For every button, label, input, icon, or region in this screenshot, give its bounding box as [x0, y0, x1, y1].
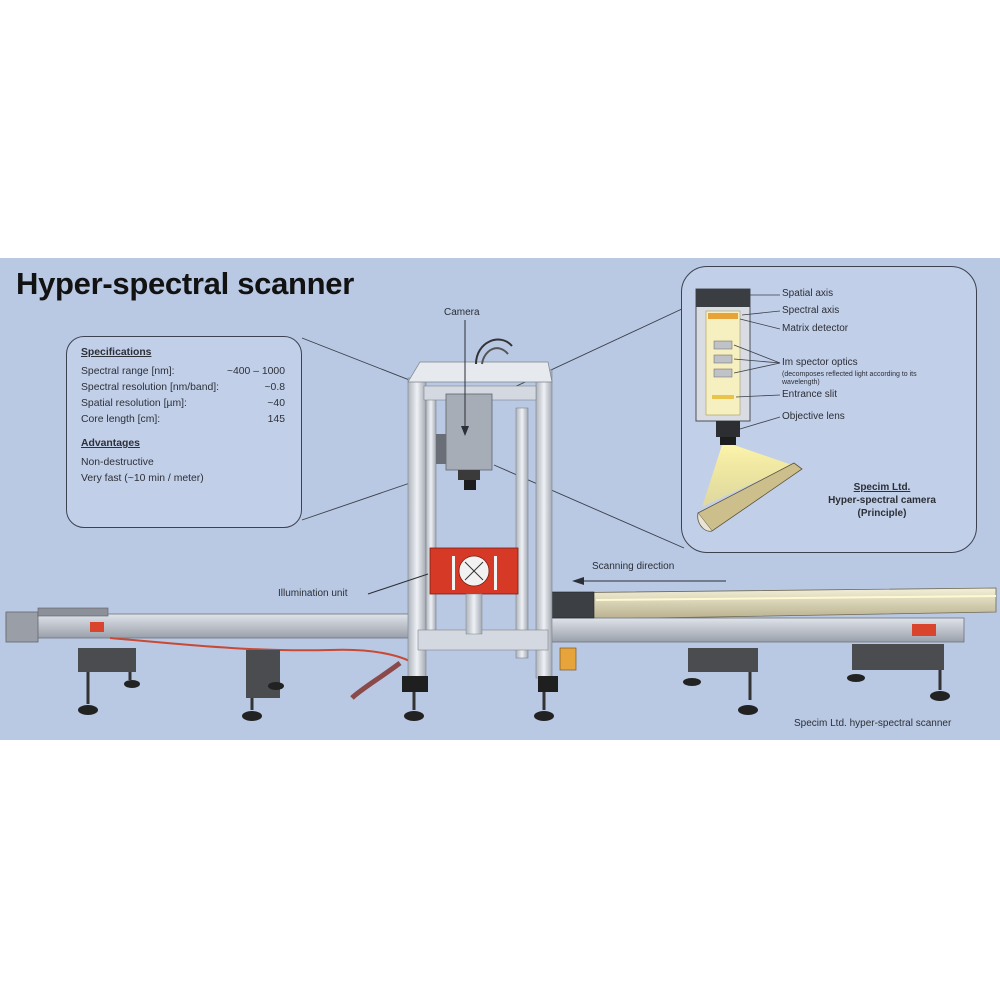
support-leg: [847, 644, 950, 701]
spectrograph-element: [713, 368, 733, 378]
core-sample: [697, 462, 803, 532]
illumination-pointer: [367, 573, 429, 595]
objective-lens: [716, 421, 740, 437]
spec-value: ~400 – 1000: [226, 366, 285, 377]
support-leg: [242, 650, 284, 721]
footer-caption: Specim Ltd. hyper-spectral scanner: [794, 718, 952, 729]
diagram-panel: Hyper-spectral scanner Specifications Sp…: [0, 258, 1000, 740]
right-stop-button: [912, 624, 936, 636]
scanner-illustration: [5, 307, 997, 721]
caption-line-camera: Hyper-spectral camera: [828, 495, 936, 506]
spec-value: 145: [267, 414, 285, 425]
camera-principle-illustration: [695, 288, 803, 532]
illumination-unit: [429, 547, 519, 635]
spec-value: ~0.8: [264, 382, 285, 393]
support-leg: [683, 648, 758, 715]
spec-label: Spectral range [nm]:: [81, 366, 175, 377]
spec-row: Spectral range [nm]: ~400 – 1000: [81, 364, 291, 380]
left-rail: [5, 613, 431, 639]
label-matrix-detector: Matrix detector: [782, 323, 849, 334]
advantages-heading: Advantages: [81, 438, 140, 449]
spectrograph-element: [713, 340, 733, 350]
scanning-direction-label: Scanning direction: [592, 561, 675, 572]
camera-label: Camera: [444, 307, 480, 318]
left-rail-end: [5, 611, 39, 643]
caption-line-principle: (Principle): [857, 508, 907, 519]
spectrograph-element: [713, 354, 733, 364]
spec-row: Core length [cm]: 145: [81, 412, 291, 428]
spec-label: Core length [cm]:: [81, 414, 161, 425]
label-entrance-slit: Entrance slit: [782, 389, 838, 400]
label-spectrograph-optics: Im spector optics: [782, 357, 858, 368]
camera-principle-box: Spatial axis Spectral axis Matrix detect…: [681, 266, 977, 553]
label-spatial-axis: Spatial axis: [782, 288, 834, 299]
label-objective-lens: Objective lens: [782, 411, 845, 422]
spec-label: Spatial resolution [µm]:: [81, 398, 187, 409]
illumination-cable: [109, 637, 421, 669]
gantry-frame: [402, 361, 577, 721]
advantage-item: Non-destructive: [81, 457, 154, 468]
specifications-heading: Specifications: [81, 347, 152, 358]
illumination-label: Illumination unit: [278, 588, 348, 599]
spec-row: Spatial resolution [µm]: ~40: [81, 396, 291, 412]
spec-row: Spectral resolution [nm/band]: ~0.8: [81, 380, 291, 396]
right-rail: [539, 617, 965, 643]
camera-unit: [436, 338, 513, 490]
light-beam: [702, 445, 792, 507]
caption-line-company: Specim Ltd.: [853, 482, 911, 493]
advantage-item: Very fast (~10 min / meter): [81, 473, 204, 484]
label-spectral-axis: Spectral axis: [782, 305, 840, 316]
specifications-box: Specifications Spectral range [nm]: ~400…: [66, 336, 302, 528]
label-spectrograph-note: (decomposes reflected light according to…: [782, 371, 917, 386]
entrance-slit: [712, 395, 734, 399]
matrix-detector: [708, 313, 738, 319]
page-title: Hyper-spectral scanner: [16, 266, 355, 301]
spec-leader-bottom: [301, 482, 411, 521]
support-leg: [78, 648, 140, 715]
camera-caption: Specim Ltd. Hyper-spectral camera (Princ…: [802, 481, 962, 520]
left-stop-button: [90, 622, 104, 632]
spec-label: Spectral resolution [nm/band]:: [81, 382, 220, 393]
spec-value: ~40: [267, 398, 285, 409]
core-tray: [539, 587, 997, 621]
